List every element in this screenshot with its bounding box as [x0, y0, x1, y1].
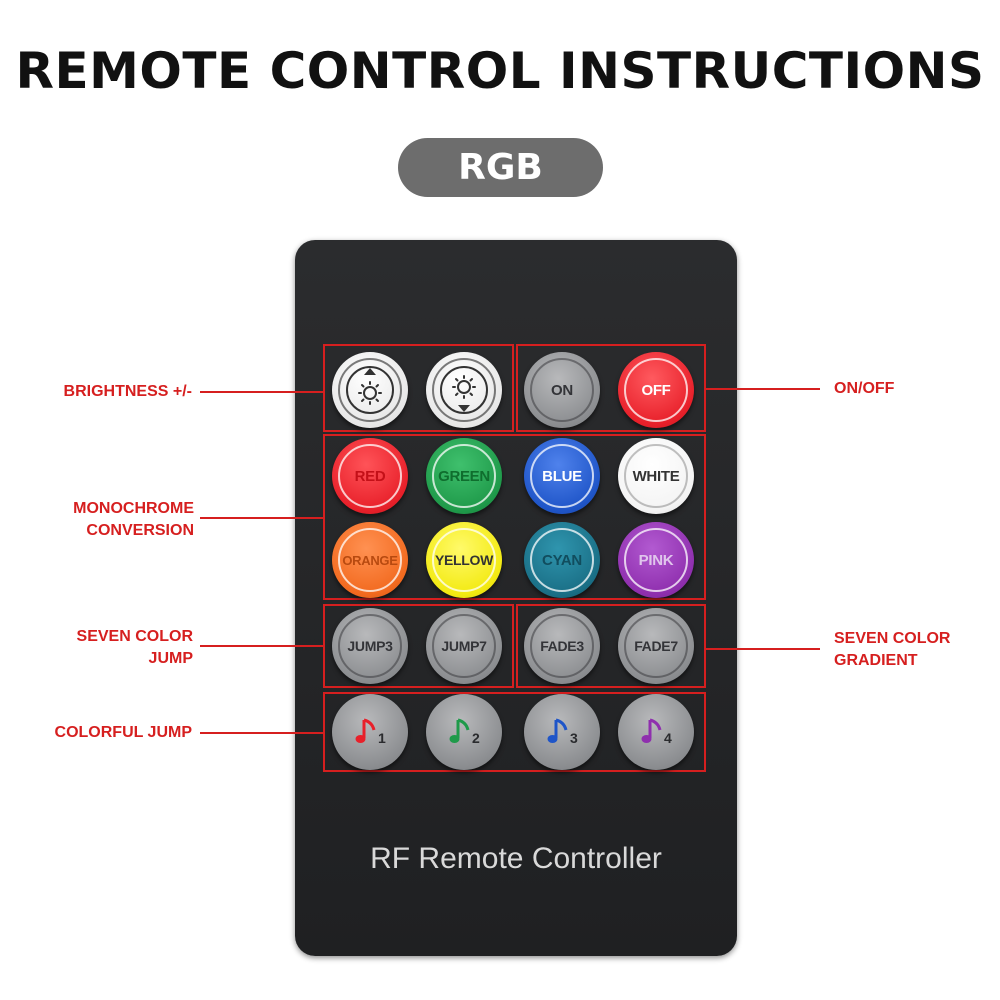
- music-3-button[interactable]: 3: [524, 694, 600, 770]
- off-button[interactable]: OFF: [618, 352, 694, 428]
- jump7-button[interactable]: JUMP7: [426, 608, 502, 684]
- callout-brightness-text: BRIGHTNESS +/-: [63, 383, 192, 400]
- music-note-icon: [641, 718, 662, 743]
- on-button[interactable]: ON: [524, 352, 600, 428]
- music-2-label: 2: [472, 730, 480, 746]
- blue-button-label: BLUE: [542, 467, 582, 485]
- brightness-down-button[interactable]: [426, 352, 502, 428]
- music-note-icon: [449, 718, 470, 743]
- callout-monochrome: MONOCHROME CONVERSION: [20, 498, 194, 542]
- cyan-button-label: CYAN: [542, 551, 582, 569]
- remote-brand-label: RF Remote Controller: [370, 842, 662, 875]
- callout-seven-jump-line2: JUMP: [148, 650, 193, 667]
- callout-monochrome-line2: CONVERSION: [86, 522, 194, 539]
- callout-seven-jump-line1: SEVEN COLOR: [76, 628, 193, 645]
- yellow-button-label: YELLOW: [434, 552, 494, 568]
- off-button-label: OFF: [641, 381, 671, 399]
- red-button[interactable]: RED: [332, 438, 408, 514]
- page-title: REMOTE CONTROL INSTRUCTIONS: [15, 42, 985, 100]
- jump7-button-label: JUMP7: [441, 638, 487, 654]
- pink-button-label: PINK: [638, 551, 674, 569]
- callout-brightness-line: [200, 391, 323, 393]
- jump3-button[interactable]: JUMP3: [332, 608, 408, 684]
- callout-seven-jump-line: [200, 645, 323, 647]
- fade7-button[interactable]: FADE7: [618, 608, 694, 684]
- fade3-button[interactable]: FADE3: [524, 608, 600, 684]
- callout-onoff: ON/OFF: [834, 378, 984, 400]
- music-note-icon: [355, 718, 376, 743]
- zone-colorful: [323, 692, 706, 772]
- brightness-up-button[interactable]: [332, 352, 408, 428]
- music-1-label: 1: [378, 730, 386, 746]
- callout-colorful-text: COLORFUL JUMP: [54, 724, 192, 741]
- music-4-button[interactable]: 4: [618, 694, 694, 770]
- zone-jump: [323, 604, 514, 688]
- fade7-button-label: FADE7: [634, 638, 678, 654]
- callout-gradient-line2: GRADIENT: [834, 652, 918, 669]
- green-button-label: GREEN: [438, 467, 490, 485]
- pink-button[interactable]: PINK: [618, 522, 694, 598]
- music-3-label: 3: [570, 730, 578, 746]
- callout-monochrome-line: [200, 517, 323, 519]
- callout-gradient-line1: SEVEN COLOR: [834, 630, 951, 647]
- green-button[interactable]: GREEN: [426, 438, 502, 514]
- mode-badge: RGB: [398, 138, 603, 197]
- fade3-button-label: FADE3: [540, 638, 584, 654]
- callout-monochrome-line1: MONOCHROME: [73, 500, 194, 517]
- blue-button[interactable]: BLUE: [524, 438, 600, 514]
- callout-onoff-line: [706, 388, 820, 390]
- white-button[interactable]: WHITE: [618, 438, 694, 514]
- callout-seven-jump: SEVEN COLOR JUMP: [20, 626, 193, 670]
- music-2-button[interactable]: 2: [426, 694, 502, 770]
- zone-monochrome: [323, 434, 706, 600]
- zone-onoff: [516, 344, 706, 432]
- callout-colorful: COLORFUL JUMP: [20, 722, 192, 744]
- zone-gradient: [516, 604, 706, 688]
- sun-arrow-up-icon: [346, 366, 394, 414]
- yellow-button[interactable]: YELLOW: [426, 522, 502, 598]
- jump3-button-label: JUMP3: [347, 638, 393, 654]
- callout-gradient: SEVEN COLOR GRADIENT: [834, 628, 994, 672]
- sun-arrow-down-icon: [440, 366, 488, 414]
- callout-brightness: BRIGHTNESS +/-: [20, 381, 192, 403]
- music-4-label: 4: [664, 730, 672, 746]
- zone-brightness: [323, 344, 514, 432]
- cyan-button[interactable]: CYAN: [524, 522, 600, 598]
- red-button-label: RED: [354, 467, 386, 485]
- callout-onoff-text: ON/OFF: [834, 380, 895, 397]
- music-note-icon: [547, 718, 568, 743]
- callout-gradient-line: [706, 648, 820, 650]
- music-1-button[interactable]: 1: [332, 694, 408, 770]
- on-button-label: ON: [551, 381, 573, 399]
- orange-button-label: ORANGE: [342, 552, 398, 568]
- callout-colorful-line: [200, 732, 323, 734]
- white-button-label: WHITE: [632, 467, 680, 485]
- orange-button[interactable]: ORANGE: [332, 522, 408, 598]
